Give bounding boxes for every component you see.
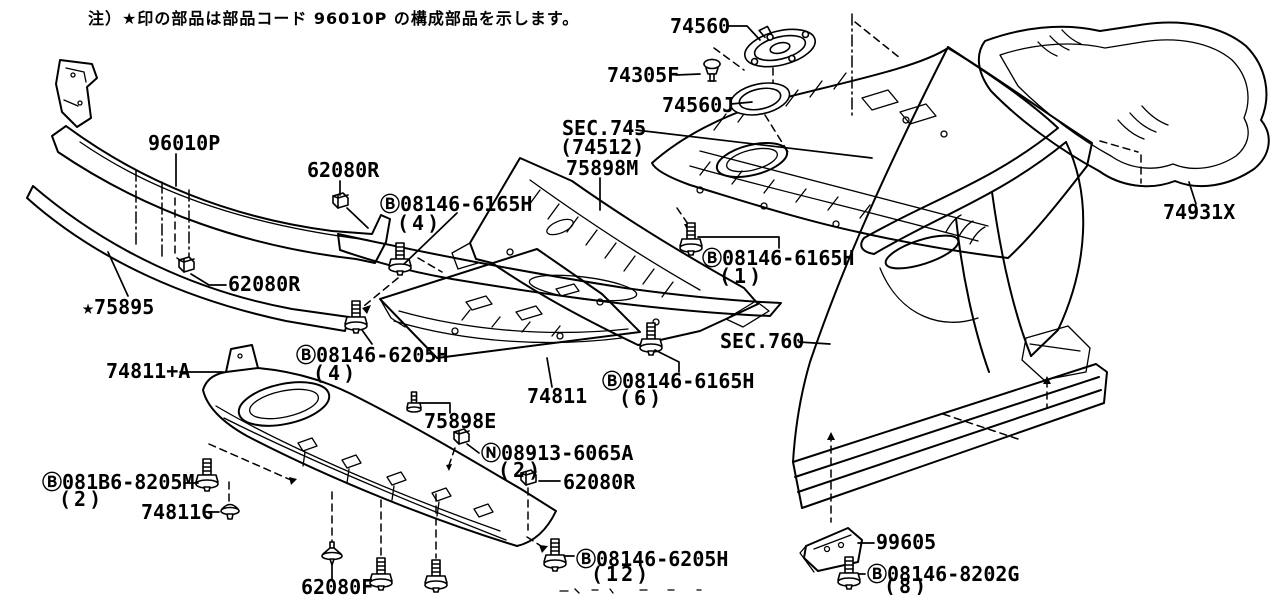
body-side-sec760-drawing [792, 46, 1108, 509]
label-081B6-8205M-qty: (2) [59, 487, 104, 511]
label-08913-6065A: Ⓝ08913-6065A [481, 441, 633, 465]
bracket-99605-drawing [799, 527, 863, 573]
flange-74560-icon [738, 15, 820, 75]
label-74811: 74811 [527, 384, 587, 408]
bolt-08146-6205H-b-icon [543, 538, 567, 572]
leader-lines [107, 25, 1197, 581]
front-under-cover-74811A-drawing [202, 344, 557, 547]
label-62080R-left: 62080R [228, 272, 301, 296]
construction-dashed-lines [174, 21, 1142, 559]
label-74811G: 74811G [141, 500, 213, 524]
plug-74305F-icon [703, 58, 721, 82]
label-08913-6065A-qty: (2) [498, 458, 543, 482]
grommet-74811G-icon [220, 503, 240, 520]
label-08146-6205H-x12-qty: (12) [591, 562, 651, 586]
label-74560J: 74560J [662, 93, 734, 117]
label-08146-6205H-x4-qty: (4) [313, 361, 358, 385]
hatch-marks [461, 29, 1169, 337]
label-08146-6165H-x6-qty: (6) [619, 386, 664, 410]
bolt-08146-6165H-b-icon [679, 222, 703, 256]
label-99605: 99605 [876, 530, 936, 554]
labels-layer: 注）★印の部品は部品コード 96010P の構成部品を示します。 74560 743… [42, 9, 1235, 595]
label-sec-745-ref: (74512) [560, 135, 644, 159]
bolt-081B6-8205M-icon [195, 458, 219, 492]
rear-floor-cover-74931X-drawing [977, 21, 1270, 188]
label-74931X: 74931X [1163, 200, 1235, 224]
label-96010P: 96010P [148, 131, 220, 155]
label-62080R-bottom: 62080R [563, 470, 636, 494]
label-08146-8202G: Ⓑ08146-8202G [867, 562, 1019, 586]
screw-75898E-icon [406, 391, 422, 413]
label-08146-6205H-x12: Ⓑ08146-6205H [576, 547, 728, 571]
bolt-08146-6205H-a-icon [344, 300, 368, 334]
pin-62080F-icon [321, 541, 343, 566]
label-08146-6165H-x4: Ⓑ08146-6165H [380, 192, 532, 216]
label-08146-6165H-x4-qty: (4) [397, 211, 442, 235]
label-sec-760: SEC.760 [720, 329, 804, 353]
bolt-under-cover-a-icon [369, 557, 393, 591]
under-cover-74811-drawing [379, 248, 641, 359]
label-08146-6165H-x1-qty: (1) [719, 264, 764, 288]
label-75895: ★75895 [82, 295, 154, 319]
bolt-under-cover-b-icon [424, 559, 448, 593]
label-081B6-8205M: Ⓑ081B6-8205M [42, 470, 194, 494]
centerline-dashdot-lines [135, 13, 853, 267]
label-74560: 74560 [670, 14, 730, 38]
cutoff-label-fragment [559, 588, 702, 594]
label-74811plusA: 74811+A [106, 359, 190, 383]
clip-62080R-left-icon [178, 256, 195, 273]
label-75898M: 75898M [566, 156, 638, 180]
bolt-08146-6165H-c-icon [639, 322, 663, 356]
label-75898E: 75898E [424, 409, 496, 433]
label-08146-6165H-x6: Ⓑ08146-6165H [602, 369, 754, 393]
label-08146-6165H-x1: Ⓑ08146-6165H [702, 246, 854, 270]
floor-panel-sec745-drawing [651, 47, 1093, 259]
label-08146-6205H-x4: Ⓑ08146-6205H [296, 343, 448, 367]
label-62080R-top: 62080R [307, 158, 380, 182]
label-62080F: 62080F [301, 575, 373, 595]
label-08146-8202G-qty: (8) [884, 574, 929, 595]
label-sec-745: SEC.745 [562, 116, 646, 140]
note-text: 注）★印の部品は部品コード 96010P の構成部品を示します。 [88, 9, 579, 28]
label-74305F: 74305F [607, 63, 679, 87]
floor-under-cover-75898M-drawing [451, 157, 770, 346]
